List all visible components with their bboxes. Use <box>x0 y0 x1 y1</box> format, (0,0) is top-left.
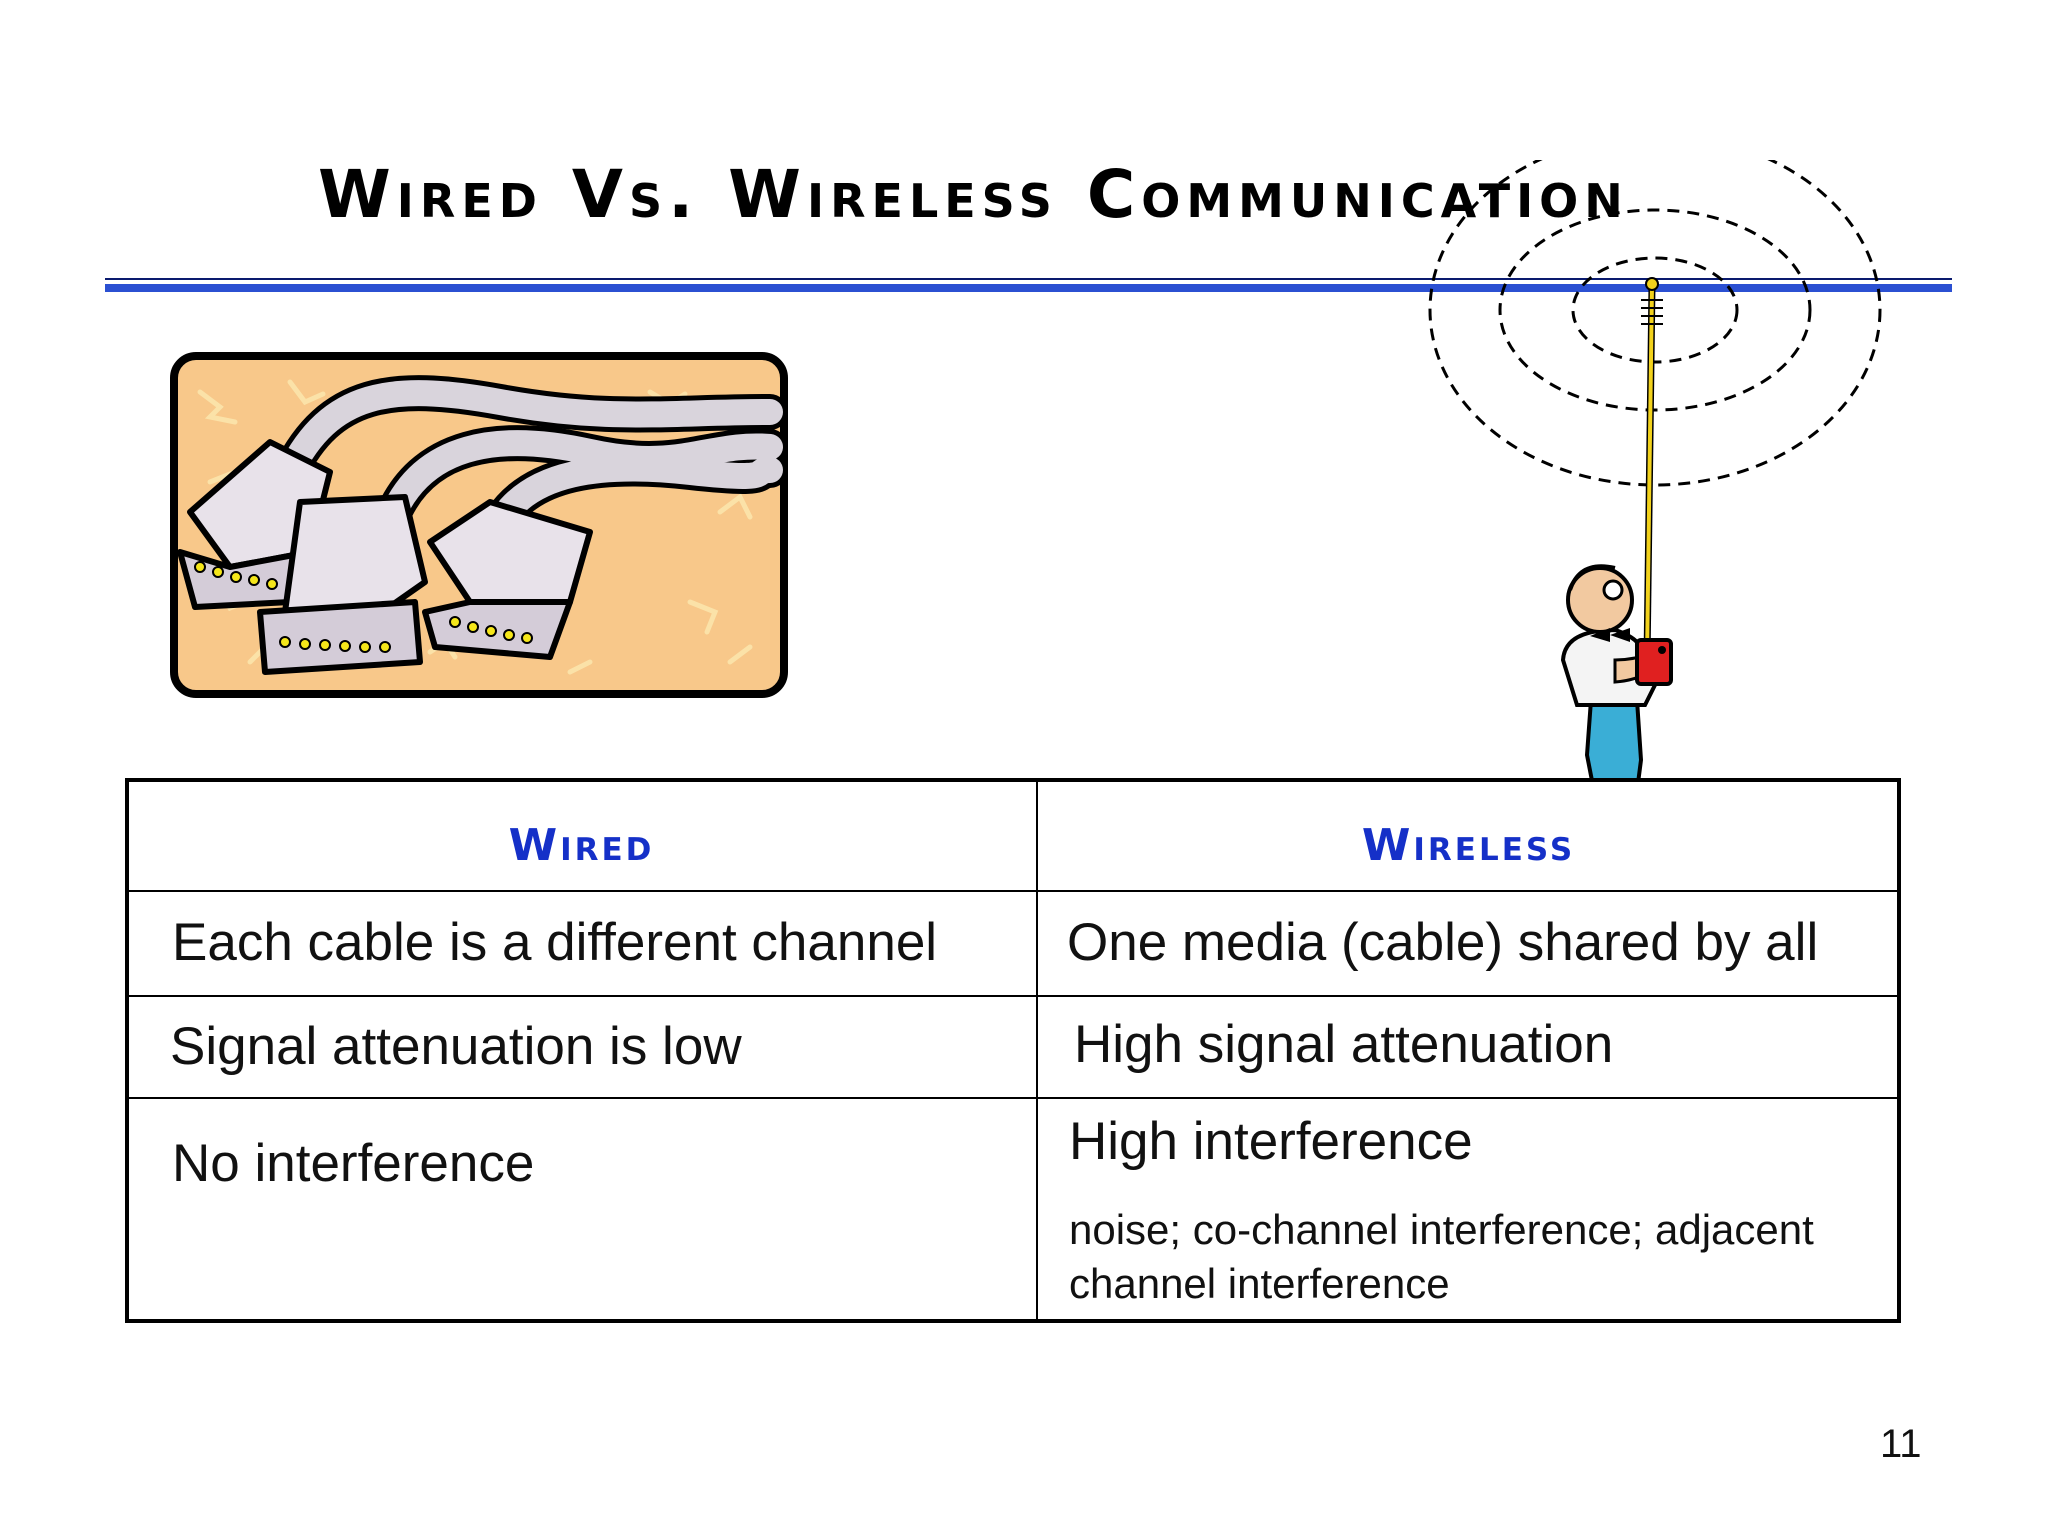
page-number: 11 <box>1880 1422 1922 1466</box>
table-row-divider <box>125 1097 1901 1099</box>
table-cell-wireless-note: noise; co-channel interference; adjacent… <box>1069 1206 1814 1307</box>
table-row-divider <box>125 995 1901 997</box>
table-column-divider <box>1036 778 1038 1323</box>
comparison-table <box>125 778 1901 1323</box>
slide-title: Wired Vs. Wireless Communication <box>318 156 1629 233</box>
table-row-divider <box>125 890 1901 892</box>
radio-man-antenna-clipart <box>1428 160 1882 780</box>
title-rule-thick <box>105 284 1952 292</box>
table-cell-wireless: High signal attenuation <box>1074 1015 1614 1074</box>
table-cell-wired: Each cable is a different channel <box>172 913 938 972</box>
table-cell-wireless: One media (cable) shared by all <box>1067 913 1819 972</box>
cables-clipart <box>170 352 788 698</box>
table-cell-wireless: High interference <box>1069 1112 1473 1171</box>
table-cell-wired: Signal attenuation is low <box>170 1017 742 1076</box>
title-rule-thin <box>105 278 1952 280</box>
table-cell-wired: No interference <box>172 1134 535 1193</box>
table-header-wireless: Wireless <box>1361 820 1576 871</box>
table-header-wired: Wired <box>508 820 655 871</box>
